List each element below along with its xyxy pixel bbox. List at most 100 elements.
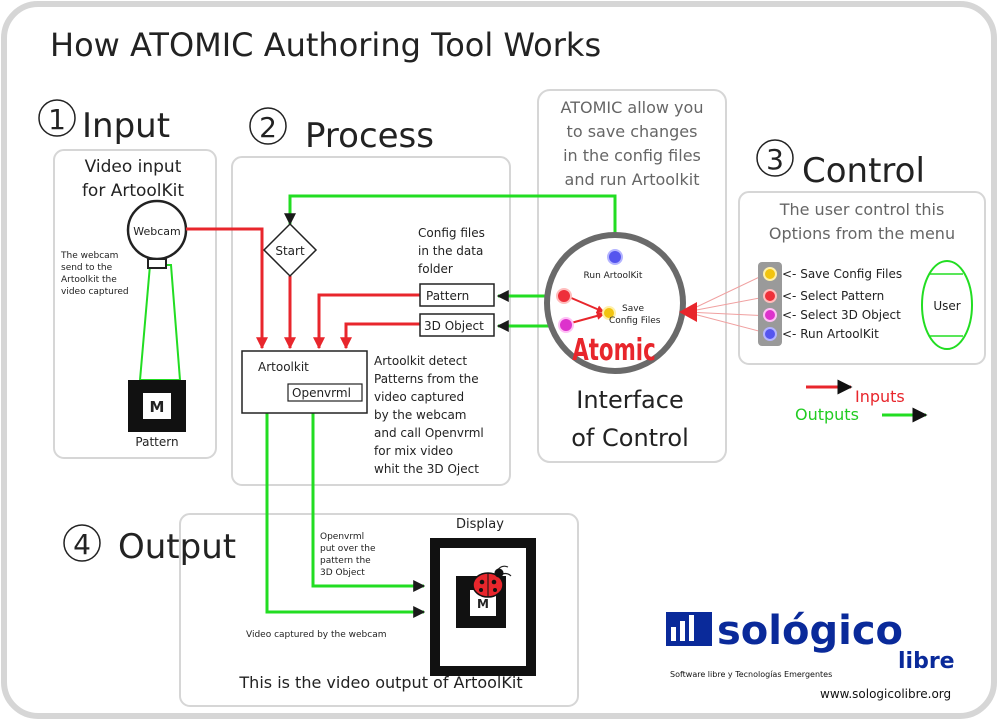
step-number: 1: [48, 103, 66, 136]
detect-note-line-5: and call Openvrml: [374, 426, 484, 440]
control-input-arrowhead: [679, 302, 697, 322]
display-label: Display: [456, 517, 504, 532]
openvrml-note-line-3: pattern the: [320, 556, 371, 566]
openvrml-label: Openvrml: [292, 386, 351, 400]
object-to-save-arrow: [570, 312, 605, 324]
openvrml-to-display-arrow: [311, 400, 426, 592]
step-control-heading: 3 Control: [756, 139, 925, 191]
webcam-note-line-2: send to the: [61, 263, 113, 273]
webcam-note-line-4: video captured: [61, 287, 129, 297]
step-number: 4: [73, 528, 91, 561]
user-label: User: [933, 299, 960, 313]
object-file-box: [419, 313, 495, 337]
video-to-display-arrow: [265, 413, 426, 618]
menu-object-icon[interactable]: [763, 308, 777, 322]
interface-note-line-2: to save changes: [567, 122, 698, 141]
step-label: Process: [305, 116, 434, 156]
menu-run-icon[interactable]: [763, 327, 777, 341]
webcam-stand: [147, 258, 167, 269]
menu-item-save-config[interactable]: <- Save Config Files: [782, 267, 902, 281]
step-label: Control: [802, 151, 925, 191]
control-menu: <- Save Config Files <- Select Pattern <…: [763, 267, 902, 341]
save-config-icon[interactable]: [602, 306, 616, 320]
run-artoolkit-icon[interactable]: [607, 249, 623, 265]
pattern-marker-inner: [143, 393, 171, 419]
pattern-label: Pattern: [135, 435, 178, 449]
user-actor: [921, 260, 973, 350]
interface-note-line-4: and run Artoolkit: [565, 170, 700, 189]
atomic-logo-text: Atomic: [572, 334, 655, 369]
object-file-label: 3D Object: [424, 319, 484, 333]
step-number-circle: [63, 524, 101, 562]
openvrml-box: [287, 383, 363, 402]
config-note-line-2: in the data: [418, 244, 483, 258]
step-number-circle: [756, 139, 794, 177]
webcam-to-artoolkit-arrow: [186, 227, 268, 350]
config-note-line-3: folder: [418, 262, 453, 276]
menu-item-select-pattern[interactable]: <- Select Pattern: [782, 289, 884, 303]
output-panel: [179, 513, 579, 707]
start-decision: [262, 222, 318, 278]
select-object-icon[interactable]: [558, 317, 574, 333]
input-heading-line-1: Video input: [85, 157, 182, 177]
control-ray: [685, 271, 771, 313]
brand-sub: libre: [898, 649, 955, 674]
control-panel: [738, 191, 986, 365]
control-ray: [685, 295, 771, 313]
control-heading-line-2: Options from the menu: [769, 224, 955, 243]
openvrml-note-line-1: Openvrml: [320, 532, 364, 542]
logo-mark-bar: [680, 621, 685, 641]
pattern-file-box: [419, 283, 495, 307]
webcam-label: Webcam: [133, 225, 181, 238]
webcam-note-line-1: The webcam: [60, 251, 118, 261]
logo-mark-bar: [689, 615, 694, 641]
detect-note-line-6: for mix video: [374, 444, 453, 458]
detect-note-line-2: Patterns from the: [374, 372, 479, 386]
display-marker-letter: M: [477, 597, 489, 611]
brand-tagline: Software libre y Tecnologías Emergentes: [670, 670, 832, 679]
menu-item-run-artoolkit[interactable]: <- Run ArtoolKit: [782, 327, 879, 341]
save-label-line-2: Config Files: [609, 316, 661, 326]
artoolkit-label: Artoolkit: [258, 360, 309, 374]
brand-url: www.sologicolibre.org: [820, 687, 951, 701]
control-ray: [685, 311, 771, 335]
menu-save-icon[interactable]: [763, 267, 777, 281]
step-number-circle: [249, 107, 287, 145]
logo-mark-bar: [671, 627, 676, 641]
step-number: 3: [766, 143, 784, 176]
sologico-logo: sológico libre Software libre y Tecnolog…: [666, 608, 955, 701]
detect-note-line-1: Artoolkit detect: [374, 354, 467, 368]
detect-note-line-7: whit the 3D Oject: [374, 462, 479, 476]
run-artoolkit-label: Run ArtoolKit: [584, 271, 643, 281]
start-label: Start: [275, 244, 305, 258]
save-label-line-1: Save: [622, 304, 645, 314]
menu-pattern-icon[interactable]: [763, 289, 777, 303]
step-process-heading: 2 Process: [249, 107, 434, 156]
step-number: 2: [259, 111, 277, 144]
input-heading-line-2: for ArtoolKit: [82, 181, 184, 201]
interface-note-line-1: ATOMIC allow you: [561, 98, 704, 117]
process-panel: [231, 156, 511, 486]
webcam-note-line-3: Artoolkit the: [61, 275, 117, 285]
diagram-title: How ATOMIC Authoring Tool Works: [50, 26, 601, 64]
detect-note-line-3: video captured: [374, 390, 464, 404]
legend-inputs-label: Inputs: [855, 387, 905, 406]
control-to-interface-rays: [685, 271, 771, 335]
ladybug-3d-object-icon: [472, 565, 512, 598]
select-pattern-icon[interactable]: [556, 288, 572, 304]
step-output-heading: 4 Output: [63, 524, 236, 567]
detect-note: Artoolkit detect Patterns from the video…: [374, 354, 484, 476]
step-label: Input: [82, 106, 170, 146]
artoolkit-box: [241, 350, 368, 414]
step-label: Output: [118, 527, 236, 567]
brand-name: sológico: [717, 608, 903, 654]
pattern-file-label: Pattern: [426, 289, 469, 303]
control-ray: [685, 311, 771, 317]
run-to-start-arrow: [284, 194, 617, 248]
menu-item-select-object[interactable]: <- Select 3D Object: [782, 308, 901, 322]
interface-note-line-3: in the config files: [563, 146, 701, 165]
step-input-heading: 1 Input: [38, 99, 170, 146]
pattern-marker-letter: M: [150, 398, 165, 416]
input-panel: [53, 149, 217, 459]
